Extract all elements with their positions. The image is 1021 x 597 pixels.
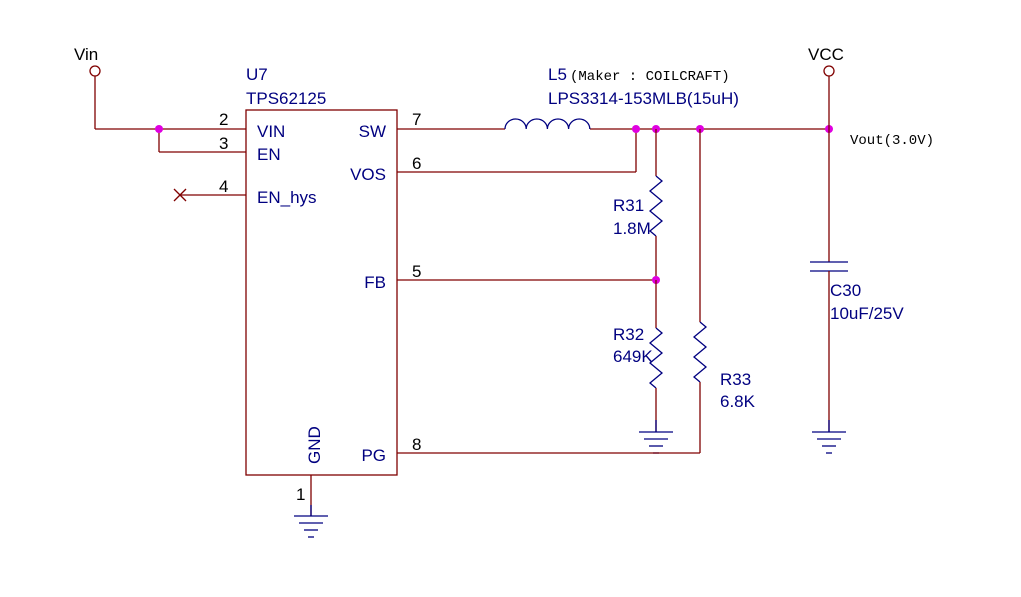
r32-value: 649K (613, 347, 653, 366)
r32-ground (639, 420, 673, 454)
vout-label: Vout(3.0V) (850, 133, 934, 149)
junction-vos (632, 125, 640, 133)
c30-ref: C30 (830, 281, 861, 300)
l5-maker: (Maker : COILCRAFT) (570, 69, 730, 85)
u7-ref: U7 (246, 65, 268, 84)
resistor-r31: R31 1.8M (613, 129, 664, 280)
vcc-label: VCC (808, 45, 844, 64)
inductor-l5: L5 (Maker : COILCRAFT) LPS3314-153MLB(15… (504, 65, 739, 130)
u7-part: TPS62125 (246, 89, 326, 108)
pin-num-8: 8 (412, 435, 421, 454)
pin-name-en-hys: EN_hys (257, 188, 317, 207)
junction-vin-en (155, 125, 163, 133)
r31-value: 1.8M (613, 219, 651, 238)
c30-value: 10uF/25V (830, 304, 904, 323)
pin-name-en: EN (257, 145, 281, 164)
pin-name-pg: PG (361, 446, 386, 465)
vos-net (397, 129, 637, 173)
r33-value: 6.8K (720, 392, 756, 411)
pin-name-sw: SW (359, 122, 386, 141)
pin-num-2: 2 (219, 110, 228, 129)
pin-num-6: 6 (412, 154, 421, 173)
l5-value: LPS3314-153MLB(15uH) (548, 89, 739, 108)
pin-num-5: 5 (412, 262, 421, 281)
vin-label: Vin (74, 45, 98, 64)
vcc-port: VCC Vout(3.0V) (808, 45, 934, 149)
en-hys-no-connect (173, 188, 246, 202)
c30-ground (812, 420, 846, 454)
pin-name-vos: VOS (350, 165, 386, 184)
pin-num-1: 1 (296, 485, 305, 504)
resistor-r32: R32 649K (613, 280, 664, 432)
vin-port: Vin (74, 45, 101, 129)
pin-num-3: 3 (219, 134, 228, 153)
u7-chip: U7 TPS62125 VIN EN EN_hys 2 3 4 SW VOS F… (219, 65, 421, 504)
u7-ground (294, 475, 328, 538)
capacitor-c30: C30 10uF/25V (810, 129, 904, 432)
pin-num-4: 4 (219, 177, 228, 196)
pin-name-fb: FB (364, 273, 386, 292)
pin-name-vin: VIN (257, 122, 285, 141)
pin-name-gnd: GND (305, 426, 324, 464)
r32-ref: R32 (613, 325, 644, 344)
r31-ref: R31 (613, 196, 644, 215)
resistor-r33: R33 6.8K (692, 129, 756, 453)
pin-num-7: 7 (412, 110, 421, 129)
l5-ref: L5 (548, 65, 567, 84)
r33-ref: R33 (720, 370, 751, 389)
